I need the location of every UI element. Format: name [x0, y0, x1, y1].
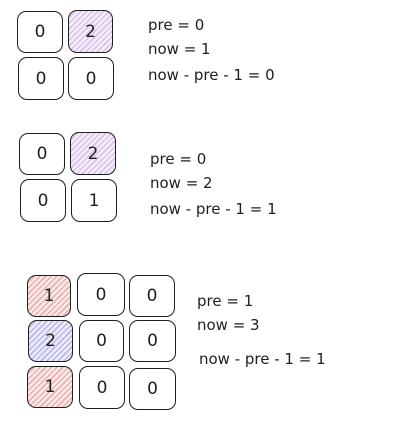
grid-cell: 0 [79, 366, 125, 409]
grid-cell: 0 [129, 275, 175, 317]
equation-line: pre = 0 [148, 16, 205, 34]
grid-cell: 1 [27, 366, 73, 408]
grid-cell: 0 [17, 11, 63, 53]
equation-line: now = 1 [148, 40, 211, 58]
grid-cell: 0 [79, 320, 124, 362]
grid-cell: 2 [28, 320, 73, 362]
equation-line: now = 3 [197, 316, 260, 334]
grid-cell: 0 [129, 320, 176, 362]
equation-line: now = 2 [150, 174, 213, 192]
grid-cell: 0 [19, 133, 65, 175]
grid-cell: 2 [68, 10, 113, 53]
grid-cell: 0 [68, 57, 114, 100]
grid-cell: 1 [27, 275, 71, 317]
grid-cell: 0 [18, 57, 64, 100]
grid-cell: 0 [129, 368, 176, 410]
equation-line: now - pre - 1 = 1 [199, 350, 326, 368]
grid-cell: 0 [20, 179, 66, 222]
equation-line: pre = 1 [197, 292, 254, 310]
grid-cell: 1 [71, 179, 117, 222]
equation-line: now - pre - 1 = 0 [148, 66, 275, 84]
grid-cell: 0 [77, 273, 125, 316]
equation-line: now - pre - 1 = 1 [150, 200, 277, 218]
equation-line: pre = 0 [150, 150, 207, 168]
grid-cell: 2 [70, 132, 116, 175]
